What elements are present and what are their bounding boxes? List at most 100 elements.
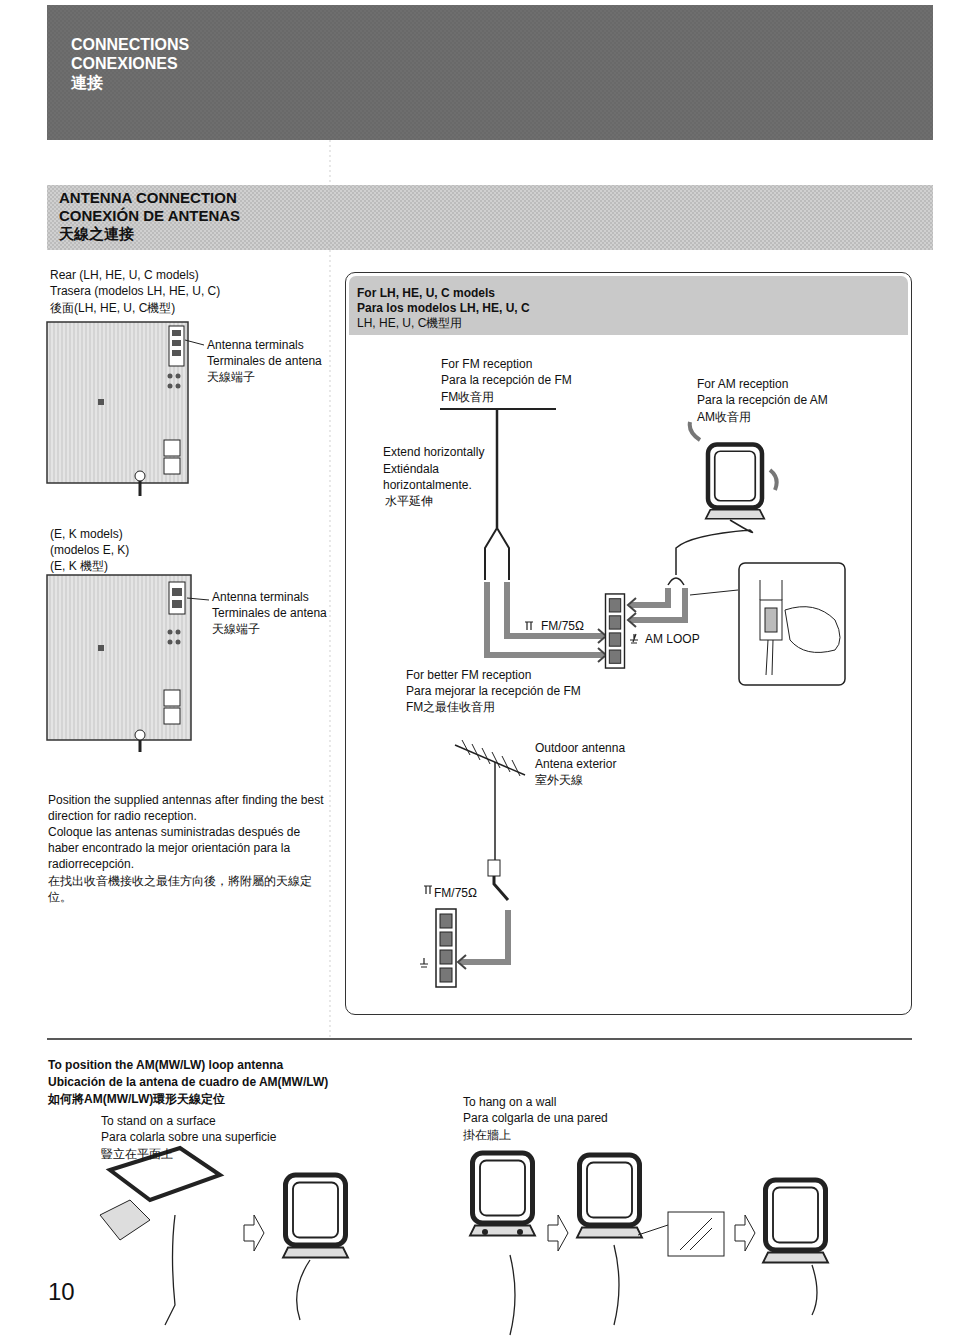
label-text: 如何將AM(MW/LW)環形天線定位 [48,1092,225,1107]
outdoor-antenna-part [472,744,480,760]
rear-panel-1-part [98,399,104,405]
rear-panel-1-part [172,340,181,346]
rear-panel-1-part [168,384,173,389]
page-number: 10 [48,1278,75,1306]
label-text: Ubicación de la antena de cuadro de AM(M… [48,1075,328,1090]
terminal-inset-part [766,640,773,675]
label-text: (E, K models) [50,527,123,542]
loop-wall-steps-part [812,1265,817,1315]
ground-symbols-part [630,634,638,643]
heading-text: CONEXIÓN DE ANTENAS [59,207,933,225]
terminal-inset-part [785,607,840,653]
label-text: Terminales de antena [207,354,322,369]
label-text: FM/75Ω [434,886,477,901]
label-text: Coloque las antenas suministradas despué… [48,824,324,872]
label-text: 在找出收音機接收之最佳方向後，將附屬的天線定位。 [48,873,324,905]
heading-text: For LH, HE, U, C models [357,286,900,301]
label-text: (E, K 機型) [50,559,108,574]
terminal-block [606,594,625,668]
rear-panel-1-part [164,458,180,474]
rear-panel-1 [47,322,204,496]
terminal-block [436,909,456,987]
fm-t-antenna-part [507,582,604,636]
rear-panel-1-part [185,340,204,345]
rear-panel-1-part [172,330,181,336]
label-text: 室外天線 [535,773,583,788]
ground-symbols-part [420,958,428,967]
loop-wall-steps-part [735,1215,755,1251]
rear-panel-2-part [47,575,191,740]
outdoor-antenna-part [494,876,508,900]
loop-wall-steps-part [482,1229,488,1235]
outdoor-antenna-part [458,955,466,969]
terminal-inset-part [765,608,777,632]
heading-text: LH, HE, U, C機型用 [357,316,900,331]
outdoor-antenna-part [482,748,490,764]
ground-symbols-part [424,886,432,894]
loop-wall-steps-part [517,1229,523,1235]
loop-stand-steps-part [283,1175,348,1258]
am-loop-antenna-part [668,578,684,585]
outdoor-antenna-part [512,760,520,776]
rear-panel-2-part [176,630,181,635]
rear-panel-2-part [168,630,173,635]
rear-panel-2-part [169,582,185,614]
label-text: 後面(LH, HE, U, C機型) [50,301,175,316]
terminal-inset-part [760,580,782,600]
label-text: To hang on a wall [463,1095,556,1110]
label-text: Terminales de antena [212,606,327,621]
label-text: Para mejorar la recepción de FM [406,684,581,699]
rear-panel-1-part [168,374,173,379]
header-band [47,5,933,140]
fm-t-antenna-part [487,582,604,655]
label-text: For better FM reception [406,668,531,683]
heading-band: ANTENNA CONNECTIONCONEXIÓN DE ANTENAS天線之… [47,185,933,250]
label-text: To position the AM(MW/LW) loop antenna [48,1058,283,1073]
am-loop-antenna-part [690,422,777,490]
heading-text: CONEXIONES [71,54,933,73]
label-text: For FM reception [441,357,532,372]
label-text: 天線端子 [212,622,260,637]
outdoor-antenna-part [494,762,496,860]
rear-panel-1-part [172,350,181,356]
loop-stand-steps-part [244,1215,264,1251]
rear-panel-2-part [168,640,173,645]
label-text: AM LOOP [645,632,700,647]
label-text: Rear (LH, HE, U, C models) [50,268,199,283]
loop-wall-steps-part [638,1225,668,1235]
label-text: Outdoor antenna [535,741,625,756]
loop-wall-steps [470,1153,828,1335]
rear-panel-1-part [135,471,145,481]
outdoor-antenna [455,740,525,969]
label-text: (modelos E, K) [50,543,129,558]
label-text: FM/75Ω [541,619,584,634]
loop-wall-steps-part [668,1212,724,1256]
loop-stand-steps-part [100,1200,150,1240]
loop-stand-steps-part [165,1215,175,1325]
loop-stand-steps [100,1148,348,1325]
heading-text: Para los modelos LH, HE, U, C [357,301,900,316]
label-text: 天線端子 [207,370,255,385]
heading-text: 天線之連接 [59,225,933,243]
terminal-inset-part [739,563,845,685]
label-text: FM收音用 [441,390,494,405]
label-text: Antenna terminals [212,590,309,605]
label-text: 水平延伸 [385,494,433,509]
terminal-inset [739,563,845,685]
rear-panel-1-part [176,384,181,389]
panel-header: For LH, HE, U, C modelsPara los modelos … [349,276,908,335]
label-text: Antena exterior [535,757,616,772]
loop-stand-steps-part [297,1260,310,1320]
label-text: Extiéndala horizontalmente. [383,461,475,493]
column-divider [330,140,331,1040]
outdoor-antenna-part [460,910,508,962]
rear-panel-1-part [176,374,181,379]
section-band [47,185,933,250]
label-text: 掛在牆上 [463,1128,511,1143]
outdoor-antenna-part [488,860,500,876]
header-band-part [47,5,933,140]
separator [47,1038,912,1040]
loop-wall-steps-part [510,1255,515,1335]
terminal-inset-part [760,600,782,640]
